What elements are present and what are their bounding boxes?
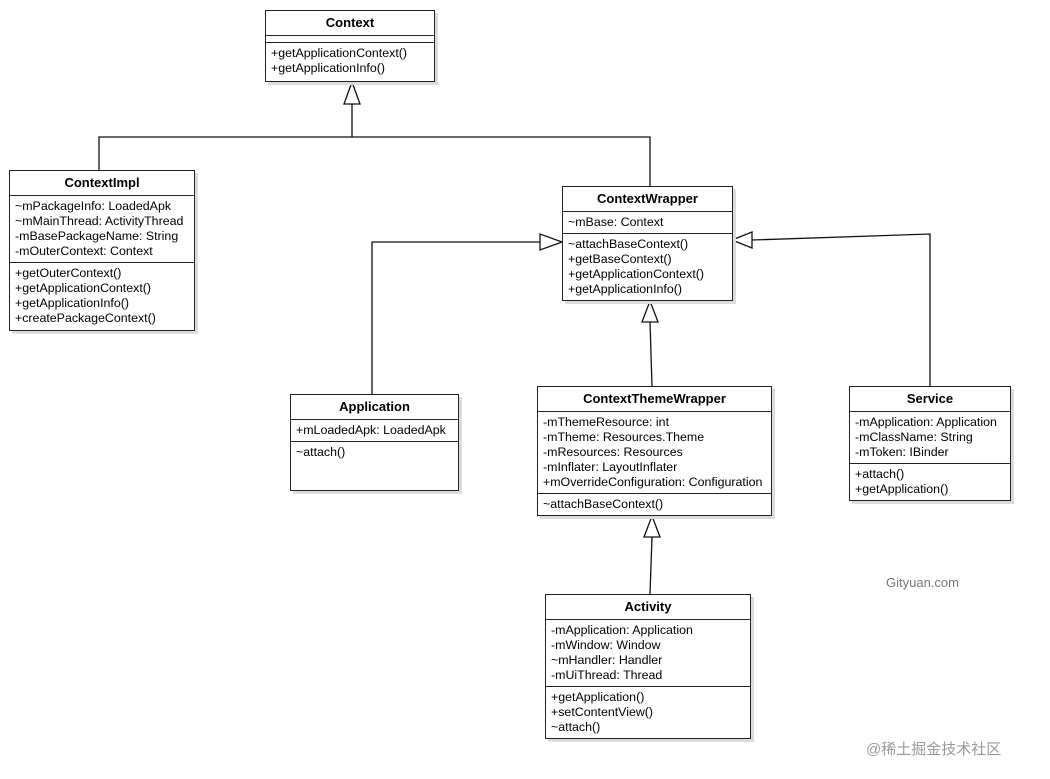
generalization-arrow-contextthemewrapper-bottom bbox=[643, 514, 661, 538]
class-name: Application bbox=[291, 395, 458, 420]
class-name: Context bbox=[266, 11, 434, 36]
edge-contextwrapper-to-context bbox=[352, 136, 651, 186]
class-contextimpl: ContextImpl~mPackageInfo: LoadedApk~mMai… bbox=[9, 170, 195, 331]
attribute: +mOverrideConfiguration: Configuration bbox=[543, 475, 763, 489]
edge-contextthemewrapper-to-contextwrapper bbox=[649, 321, 653, 387]
methods-section: +getApplicationContext()+getApplicationI… bbox=[266, 42, 434, 79]
edge-service-to-contextwrapper bbox=[751, 233, 931, 386]
method: +setContentView() bbox=[551, 705, 654, 719]
platform-watermark: @稀土掘金技术社区 bbox=[866, 741, 1002, 758]
class-application: Application +mLoadedApk: LoadedApk ~attach… bbox=[290, 394, 459, 491]
class-contextthemewrapper: ContextThemeWrapper-mThemeResource: int-… bbox=[537, 386, 772, 516]
class-name: ContextWrapper bbox=[563, 187, 732, 212]
attributes-section: ~mBase: Context bbox=[563, 212, 732, 233]
attributes-section: +mLoadedApk: LoadedApk bbox=[291, 420, 458, 441]
attribute: -mUiThread: Thread bbox=[551, 668, 663, 682]
attribute: ~mMainThread: ActivityThread bbox=[15, 214, 184, 228]
class-name: Service bbox=[850, 387, 1010, 412]
attribute: -mApplication: Application bbox=[551, 623, 693, 637]
method: ~attachBaseContext() bbox=[543, 497, 664, 511]
method: +getOuterContext() bbox=[15, 266, 122, 280]
methods-section: ~attach() bbox=[291, 441, 458, 463]
attribute: -mClassName: String bbox=[855, 430, 973, 444]
attribute: -mOuterContext: Context bbox=[15, 244, 153, 258]
class-name: Activity bbox=[546, 595, 750, 620]
class-activity: Activity-mApplication: Application-mWind… bbox=[545, 594, 751, 739]
attribute: -mToken: IBinder bbox=[855, 445, 949, 459]
method: +getApplicationContext() bbox=[271, 46, 408, 60]
attributes-section: ~mPackageInfo: LoadedApk~mMainThread: Ac… bbox=[10, 196, 194, 262]
method: +getApplication() bbox=[855, 482, 949, 496]
attribute: -mThemeResource: int bbox=[543, 415, 670, 429]
method: +getBaseContext() bbox=[568, 252, 672, 266]
method: ~attach() bbox=[296, 445, 346, 459]
method: +getApplicationInfo() bbox=[15, 296, 129, 310]
method: ~attach() bbox=[551, 720, 601, 734]
edge-application-to-contextwrapper bbox=[371, 241, 540, 394]
attribute: ~mBase: Context bbox=[568, 215, 664, 229]
method: +getApplicationContext() bbox=[568, 267, 705, 281]
methods-section: ~attachBaseContext() bbox=[538, 493, 771, 515]
methods-section: +getApplication()+setContentView()~attac… bbox=[546, 686, 750, 738]
attribute: -mBasePackageName: String bbox=[15, 229, 179, 243]
generalization-arrow-context bbox=[343, 80, 361, 105]
edge-activity-to-contextthemewrapper bbox=[649, 536, 653, 595]
class-contextwrapper: ContextWrapper ~mBase: Context ~attachBase… bbox=[562, 186, 733, 301]
method: ~attachBaseContext() bbox=[568, 237, 689, 251]
methods-section: +attach()+getApplication() bbox=[850, 463, 1010, 500]
generalization-arrow-contextwrapper-left bbox=[539, 233, 564, 251]
class-name: ContextThemeWrapper bbox=[538, 387, 771, 412]
attribute: -mInflater: LayoutInflater bbox=[543, 460, 678, 474]
attribute: ~mPackageInfo: LoadedApk bbox=[15, 199, 172, 213]
attributes-section: -mThemeResource: int-mTheme: Resources.T… bbox=[538, 412, 771, 493]
attribute: ~mHandler: Handler bbox=[551, 653, 663, 667]
attribute: -mResources: Resources bbox=[543, 445, 683, 459]
edge-contextimpl-to-context bbox=[98, 104, 353, 170]
generalization-arrow-contextwrapper-bottom bbox=[641, 299, 659, 323]
method: +createPackageContext() bbox=[15, 311, 156, 325]
method: +attach() bbox=[855, 467, 905, 481]
generalization-arrow-contextwrapper-right bbox=[730, 231, 753, 249]
method: +getApplication() bbox=[551, 690, 645, 704]
attribute: -mApplication: Application bbox=[855, 415, 997, 429]
attribute: -mTheme: Resources.Theme bbox=[543, 430, 705, 444]
attribute: +mLoadedApk: LoadedApk bbox=[296, 423, 446, 437]
method: +getApplicationInfo() bbox=[271, 61, 385, 75]
class-service: Service-mApplication: Application-mClass… bbox=[849, 386, 1011, 501]
class-context: Context +getApplicationContext()+getAppli… bbox=[265, 10, 435, 82]
methods-section: +getOuterContext()+getApplicationContext… bbox=[10, 262, 194, 329]
class-name: ContextImpl bbox=[10, 171, 194, 196]
attributes-section: -mApplication: Application-mClassName: S… bbox=[850, 412, 1010, 463]
method: +getApplicationInfo() bbox=[568, 282, 682, 296]
method: +getApplicationContext() bbox=[15, 281, 152, 295]
attributes-section: -mApplication: Application-mWindow: Wind… bbox=[546, 620, 750, 686]
methods-section: ~attachBaseContext()+getBaseContext()+ge… bbox=[563, 233, 732, 300]
site-watermark: Gityuan.com bbox=[886, 575, 959, 590]
attribute: -mWindow: Window bbox=[551, 638, 661, 652]
